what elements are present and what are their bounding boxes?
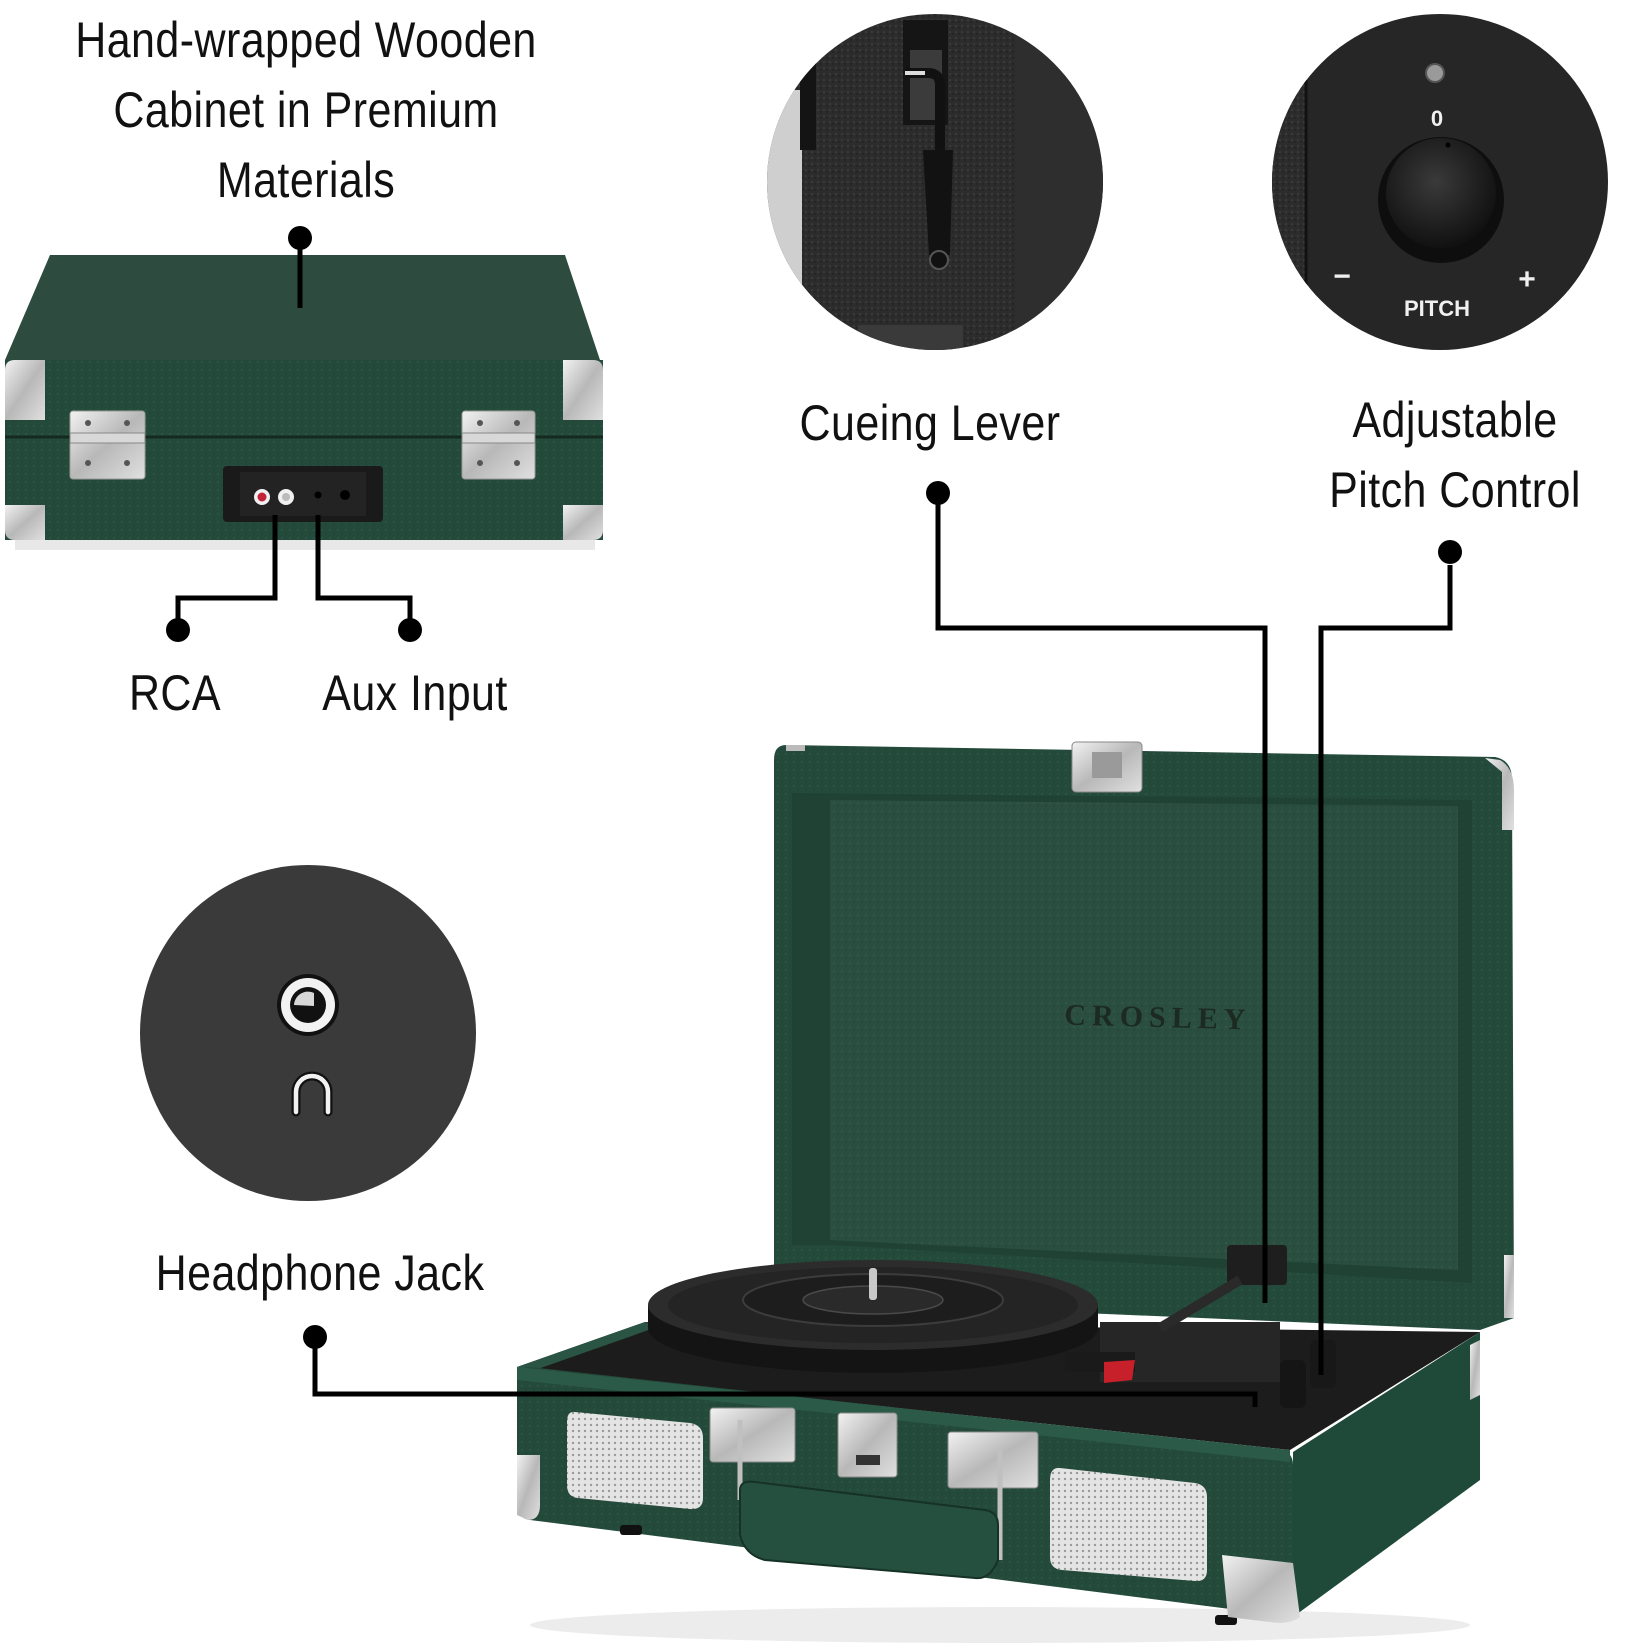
front-latch-right	[947, 1431, 1039, 1560]
label-cabinet-line-3: Materials	[216, 152, 396, 208]
speaker-grill-right	[1050, 1467, 1207, 1582]
callout-dot-cueing	[926, 481, 950, 505]
rear-hinge-left	[69, 410, 146, 480]
open-lid	[774, 741, 1514, 1330]
label-pitch-control: Adjustable Pitch Control	[1313, 385, 1597, 525]
tonearm	[1065, 1245, 1336, 1408]
crosley-logo: CROSLEY	[1064, 999, 1252, 1037]
platter	[648, 1260, 1098, 1373]
label-cabinet-line-2: Cabinet in Premium	[113, 82, 499, 138]
callout-dot-headphone	[303, 1325, 327, 1349]
pitch-plus-mark: +	[1518, 263, 1536, 296]
cueing-lever-closeup	[767, 14, 1103, 350]
label-aux-input: Aux Input	[322, 665, 508, 721]
carry-handle	[739, 1480, 999, 1580]
turntable-open: CROSLEY	[517, 741, 1514, 1643]
speaker-grill-left	[567, 1411, 703, 1510]
pitch-zero-mark: 0	[1431, 106, 1443, 131]
rear-hinge-right	[461, 410, 536, 480]
label-cueing-lever: Cueing Lever	[799, 395, 1061, 451]
callout-dot-cabinet	[288, 226, 312, 250]
label-rca: RCA	[128, 665, 222, 721]
front-latch-center	[837, 1412, 898, 1478]
label-pitch-line-2: Pitch Control	[1329, 462, 1581, 518]
callout-dot-rca	[166, 618, 190, 642]
label-headphone-jack: Headphone Jack	[155, 1245, 485, 1301]
label-pitch-line-1: Adjustable	[1352, 392, 1558, 448]
headphone-jack-port-icon	[277, 974, 339, 1036]
rear-view-case	[5, 255, 603, 550]
rear-io-panel	[223, 466, 383, 522]
label-cabinet: Hand-wrapped Wooden Cabinet in Premium M…	[69, 5, 544, 215]
pitch-minus-mark: −	[1333, 260, 1351, 293]
pitch-knob-label: PITCH	[1404, 296, 1470, 321]
label-cabinet-line-1: Hand-wrapped Wooden	[75, 12, 537, 68]
callout-lines-main	[312, 496, 1453, 1407]
callout-dot-pitch	[1438, 540, 1462, 564]
callout-dot-aux	[398, 618, 422, 642]
callout-lines-rear	[175, 240, 413, 628]
